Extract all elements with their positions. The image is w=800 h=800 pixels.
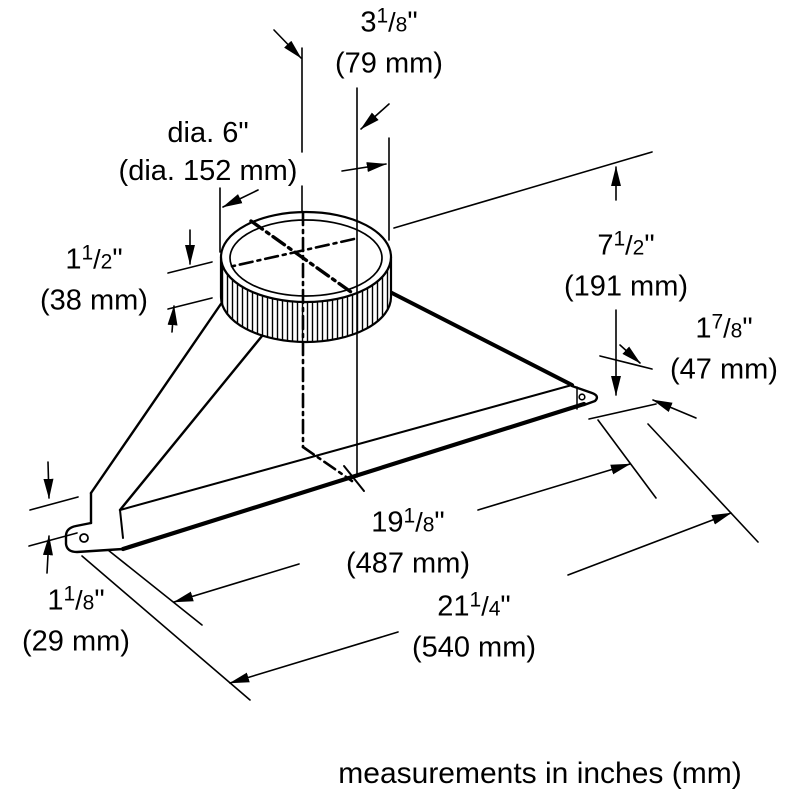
- inch-value: 17/8": [695, 310, 753, 345]
- mm-value: (38 mm): [40, 284, 148, 317]
- dimension-label-overall-width: 211/4" (540 mm): [412, 582, 536, 667]
- left-mounting-tab: [64, 521, 125, 554]
- collar-inner-rim: [229, 219, 383, 297]
- collar-drawing: [219, 210, 393, 344]
- inch-value: 211/4": [437, 588, 511, 623]
- mm-value: (79 mm): [335, 47, 443, 80]
- inch-value: 71/2": [597, 227, 655, 262]
- dimension-label-hood-height: 71/2" (191 mm): [564, 221, 688, 306]
- inch-value: 11/2": [65, 241, 123, 276]
- inch-value: dia. 6": [167, 117, 249, 149]
- inch-value: 11/8": [47, 582, 105, 617]
- mounting-hole-right: [578, 393, 586, 401]
- dimension-label-collar-height: 11/2" (38 mm): [40, 235, 148, 320]
- inch-value: 191/8": [371, 504, 445, 539]
- extension-lines: [28, 47, 759, 701]
- dimension-label-corner-drop: 17/8" (47 mm): [670, 304, 778, 389]
- inch-value: 31/8": [360, 4, 418, 39]
- mm-value: (dia. 152 mm): [118, 155, 298, 187]
- collar-top-rim: [219, 210, 393, 304]
- dimension-label-duct-offset: 31/8" (79 mm): [335, 0, 443, 83]
- units-note: measurements in inches (mm): [338, 757, 742, 790]
- dimension-arrows: [42, 29, 732, 684]
- dimension-label-collar-diameter: dia. 6" (dia. 152 mm): [119, 114, 298, 190]
- mounting-hole-left: [79, 533, 89, 543]
- mm-value: (487 mm): [345, 547, 471, 580]
- mm-value: (191 mm): [563, 270, 689, 303]
- mm-value: (540 mm): [411, 631, 537, 664]
- right-mounting-tab: [570, 384, 599, 407]
- centerlines: [227, 210, 365, 492]
- dimension-label-inner-width: 191/8" (487 mm): [346, 498, 470, 583]
- mm-value: (29 mm): [22, 625, 130, 658]
- dimension-label-base-height: 11/8" (29 mm): [22, 576, 130, 661]
- mm-value: (47 mm): [670, 353, 778, 386]
